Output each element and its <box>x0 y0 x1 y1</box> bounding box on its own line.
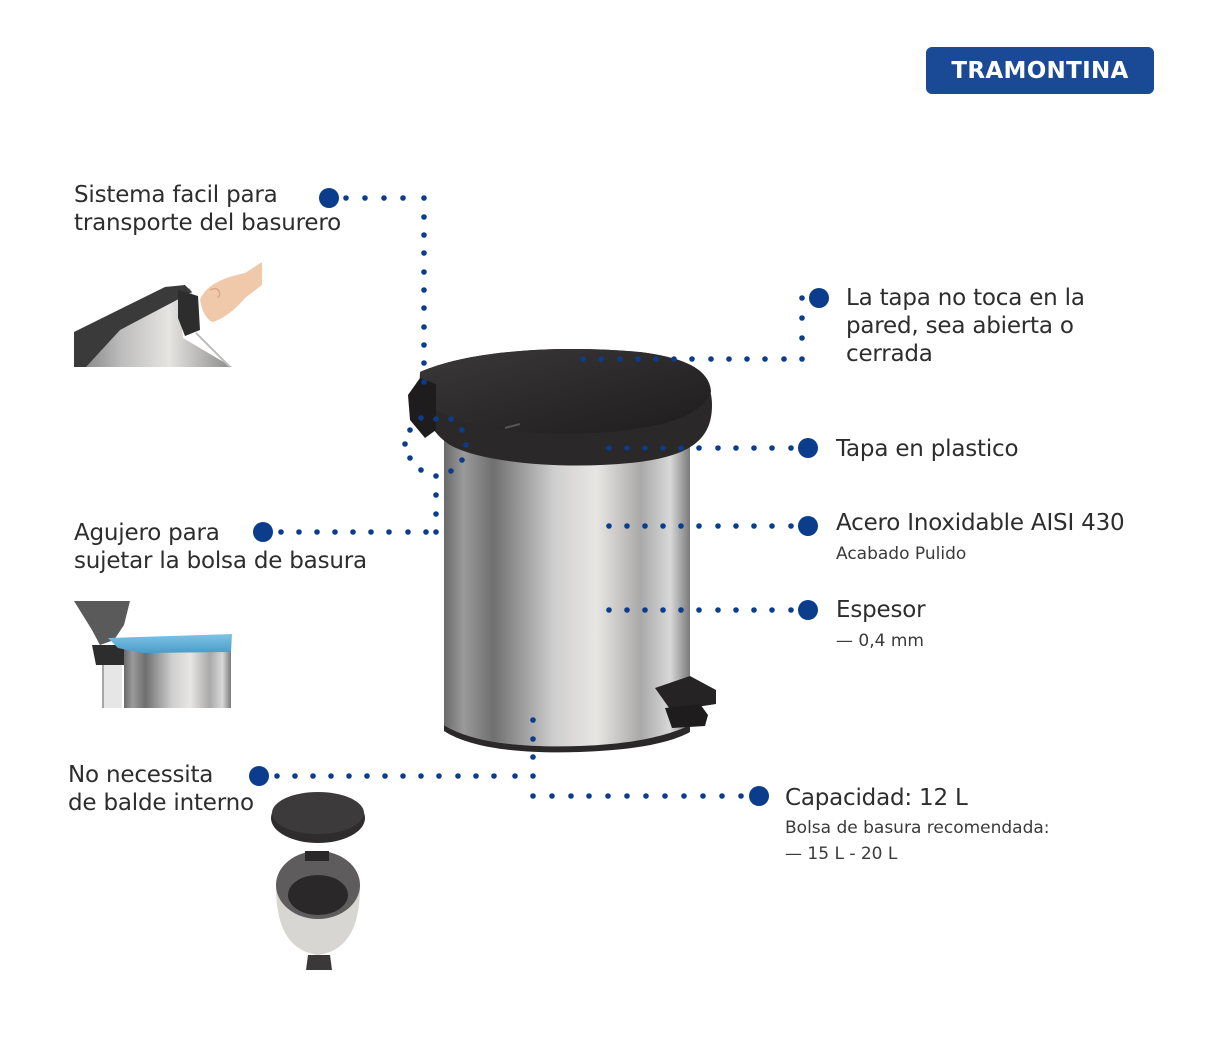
feature-thickness-sub: — 0,4 mm <box>836 628 924 654</box>
feature-wall-label: La tapa no toca en la pared, sea abierta… <box>846 284 1085 368</box>
feature-steel-label: Acero Inoxidable AISI 430 <box>836 509 1125 537</box>
leader-lines <box>249 188 829 806</box>
feature-bag-hole-line-2: sujetar la bolsa de basura <box>74 548 367 574</box>
leader-thickness <box>606 607 794 613</box>
feature-wall-line-1: La tapa no toca en la <box>846 285 1085 311</box>
brand-logo: TRAMONTINA <box>926 47 1154 94</box>
bullet-steel <box>798 516 818 536</box>
feature-wall-line-2: pared, sea abierta o <box>846 313 1074 339</box>
leader-bag-hole <box>278 427 439 535</box>
thumbnail-no-bucket <box>271 792 365 970</box>
feature-thickness-sub-1: — 0,4 mm <box>836 631 924 651</box>
feature-no-bucket-label: No necessita de balde interno <box>68 761 254 817</box>
feature-transport-label: Sistema facil para transporte del basure… <box>74 181 341 237</box>
leader-wall <box>580 295 805 362</box>
bullet-no-bucket <box>249 766 269 786</box>
feature-steel-sub-1: Acabado Pulido <box>836 544 967 564</box>
leader-lid <box>606 445 794 451</box>
feature-thickness-label: Espesor <box>836 596 926 624</box>
feature-wall-line-3: cerrada <box>846 341 933 367</box>
feature-capacity-label: Capacidad: 12 L <box>785 784 968 812</box>
thumbnail-bag-hole <box>74 601 232 708</box>
thumbnail-transport <box>74 262 262 368</box>
feature-no-bucket-line-1: No necessita <box>68 762 214 788</box>
feature-bag-hole-label: Agujero para sujetar la bolsa de basura <box>74 519 367 575</box>
feature-steel-line-1: Acero Inoxidable AISI 430 <box>836 510 1125 536</box>
feature-capacity-sub-1: Bolsa de basura recomendada: <box>785 818 1050 838</box>
leader-steel <box>606 523 794 529</box>
bullet-capacity <box>749 786 769 806</box>
leader-no-bucket <box>274 717 536 779</box>
bullet-bag-hole <box>253 522 273 542</box>
feature-lid-line-1: Tapa en plastico <box>836 436 1019 462</box>
feature-capacity-line-1: Capacidad: 12 L <box>785 785 968 811</box>
leader-transport <box>343 195 469 474</box>
bullet-transport <box>319 188 339 208</box>
feature-transport-line-1: Sistema facil para <box>74 182 278 208</box>
bullet-lid <box>798 438 818 458</box>
feature-thickness-line-1: Espesor <box>836 597 926 623</box>
bullet-wall <box>809 288 829 308</box>
feature-transport-line-2: transporte del basurero <box>74 210 341 236</box>
product-trash-bin <box>408 349 716 753</box>
feature-lid-label: Tapa en plastico <box>836 435 1019 463</box>
leader-capacity <box>530 793 744 799</box>
feature-bag-hole-line-1: Agujero para <box>74 520 220 546</box>
feature-steel-sub: Acabado Pulido <box>836 541 966 567</box>
feature-capacity-sub-2: — 15 L - 20 L <box>785 844 898 864</box>
feature-no-bucket-line-2: de balde interno <box>68 790 254 816</box>
feature-capacity-sub: Bolsa de basura recomendada: — 15 L - 20… <box>785 815 1050 867</box>
bullet-thickness <box>798 600 818 620</box>
